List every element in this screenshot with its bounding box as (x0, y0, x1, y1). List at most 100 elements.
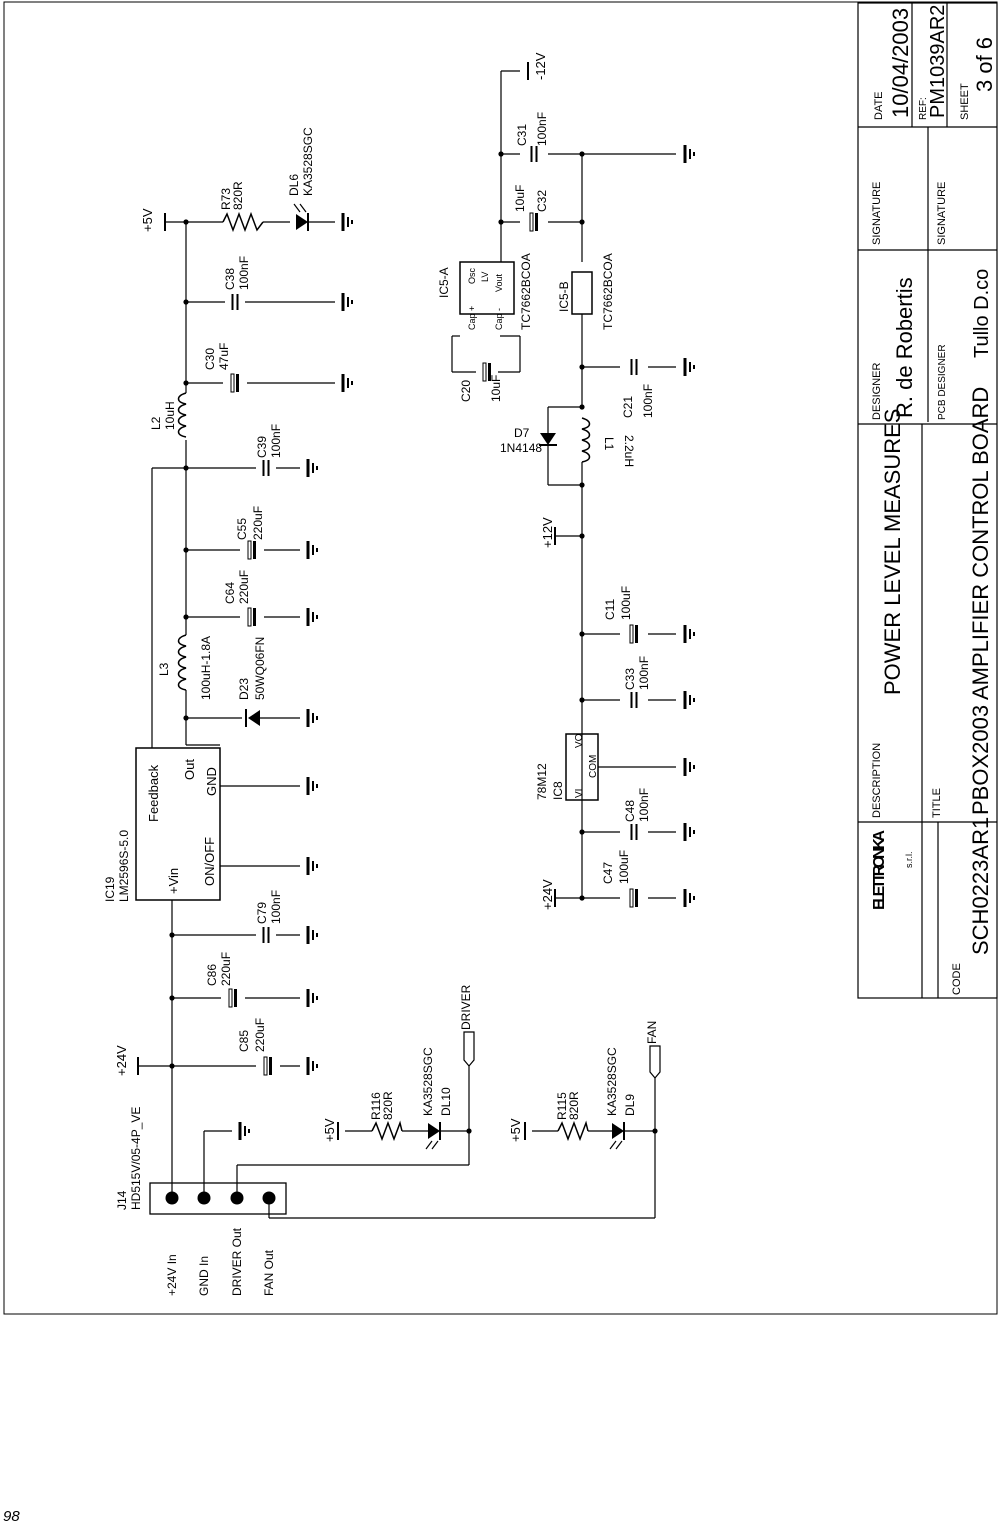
company-logo-text: ELETTRONIKA (871, 830, 888, 910)
ref-value: PM1039AR2 (927, 5, 949, 118)
c21-value: 100nF (641, 384, 655, 418)
diodes (245, 203, 625, 1150)
dl9-part: KA3528SGC (605, 1047, 619, 1116)
ic5b-ref: IC5-B (557, 281, 571, 312)
pcb-designer-value: Tullo D.co (971, 269, 993, 358)
net-p5v-top-label: +5V (140, 208, 155, 232)
l2-value: 10uH (163, 401, 177, 430)
ref-label: REF: (918, 97, 929, 120)
dl6-part: KA3528SGC (301, 127, 315, 196)
resistors (222, 211, 589, 1142)
pin-gnd: GND (204, 767, 219, 796)
r73-ref: R73 (219, 188, 233, 210)
date-label: DATE (873, 91, 885, 120)
net-p5v-dl10-label: +5V (322, 1118, 337, 1142)
c30-ref: C30 (203, 348, 217, 370)
l3-value: 100uH-1.8A (199, 636, 213, 700)
net-m12v-label: -12V (533, 52, 548, 80)
c47-ref: C47 (601, 862, 615, 884)
code-value: SCH0223AR1 (968, 817, 993, 955)
pin-osc: Osc (467, 267, 477, 284)
c30-value: 47uF (217, 343, 231, 370)
designer-label: DESIGNER (871, 362, 883, 420)
signature-label: SIGNATURE (871, 182, 883, 245)
description-label: DESCRIPTION (871, 743, 883, 818)
j14-part: HD515V/05-4P_VE (129, 1107, 143, 1210)
d23-ref: D23 (237, 678, 251, 700)
pin-cap-plus: Cap + (467, 306, 477, 330)
c21-ref: C21 (621, 396, 635, 418)
pin-vout: Vout (494, 273, 504, 292)
description-value: POWER LEVEL MEASURES (880, 409, 905, 695)
inductors (177, 392, 591, 691)
c33-value: 100nF (637, 656, 651, 690)
c33-ref: C33 (623, 668, 637, 690)
connector-pin-1: +24V In (165, 1254, 179, 1296)
c20-value: 10uF (489, 375, 503, 402)
c20-ref: C20 (459, 380, 473, 402)
c31-ref: C31 (515, 124, 529, 146)
connector-pin-4: FAN Out (262, 1249, 276, 1296)
pcb-designer-label: PCB DESIGNER (937, 344, 948, 420)
c86-value: 220uF (219, 952, 233, 986)
r115-value: 820R (567, 1091, 581, 1120)
c64-ref: C64 (223, 582, 237, 604)
c47-value: 100uF (617, 850, 631, 884)
l1-value: 2.2uH (622, 435, 636, 467)
ic8-part: 78M12 (535, 763, 549, 800)
capacitors (228, 145, 639, 1076)
pin-vo: VO (574, 733, 585, 748)
d7-part: 1N4148 (500, 441, 542, 455)
r116-value: 820R (381, 1091, 395, 1120)
l3-ref: L3 (157, 662, 171, 676)
pin-on-off: ON/OFF (202, 837, 217, 886)
dl10-ref: DL10 (439, 1087, 453, 1116)
connector-pin-2: GND In (197, 1256, 211, 1296)
c39-ref: C39 (255, 436, 269, 458)
ic5b-part: TC7662BCOA (601, 253, 615, 330)
designer-value: R. de Robertis (892, 277, 917, 418)
c55-ref: C55 (235, 518, 249, 540)
dl6-ref: DL6 (287, 174, 301, 196)
rail-symbols (137, 62, 556, 1140)
connector-j14 (149, 1182, 287, 1215)
r115-ref: R115 (555, 1092, 569, 1120)
sheet-value: 3 of 6 (972, 37, 997, 92)
title-label: TITLE (931, 788, 943, 818)
pin-lv: LV (480, 272, 490, 282)
pin-cap-minus: Cap - (494, 308, 504, 330)
pin-feedback: Feedback (146, 764, 161, 822)
c38-value: 100nF (237, 256, 251, 290)
signal-flags (463, 1031, 661, 1079)
c11-value: 100uF (619, 586, 633, 620)
c64-value: 220uF (237, 570, 251, 604)
c48-ref: C48 (623, 800, 637, 822)
c48-value: 100nF (637, 788, 651, 822)
c31-value: 100nF (535, 112, 549, 146)
page-number: 98 (3, 1508, 20, 1525)
connector-pin-3: DRIVER Out (230, 1227, 244, 1296)
code-label: CODE (951, 963, 963, 995)
c79-value: 100nF (269, 890, 283, 924)
c79-ref: C79 (255, 902, 269, 924)
c38-ref: C38 (223, 268, 237, 290)
ic19-part: LM2596S-5.0 (117, 830, 131, 902)
d7-ref: D7 (514, 426, 530, 440)
pcb-signature-label: SIGNATURE (936, 182, 948, 245)
d23-part: 50WQ06FN (253, 637, 267, 700)
c85-value: 220uF (253, 1018, 267, 1052)
ic-bodies (135, 261, 599, 901)
c39-value: 100nF (269, 424, 283, 458)
c85-ref: C85 (237, 1030, 251, 1052)
net-p24v-right-label: +24V (540, 879, 555, 910)
l2-ref: L2 (149, 416, 163, 430)
ic5a-part: TC7662BCOA (519, 253, 533, 330)
date-value: 10/04/2003 (888, 8, 913, 118)
c32-value: 10uF (513, 185, 527, 212)
net-p12v-label: +12V (540, 517, 555, 548)
pin-vin: +Vin (166, 868, 181, 894)
wires (138, 70, 676, 1219)
net-fan-label: FAN (645, 1021, 659, 1044)
